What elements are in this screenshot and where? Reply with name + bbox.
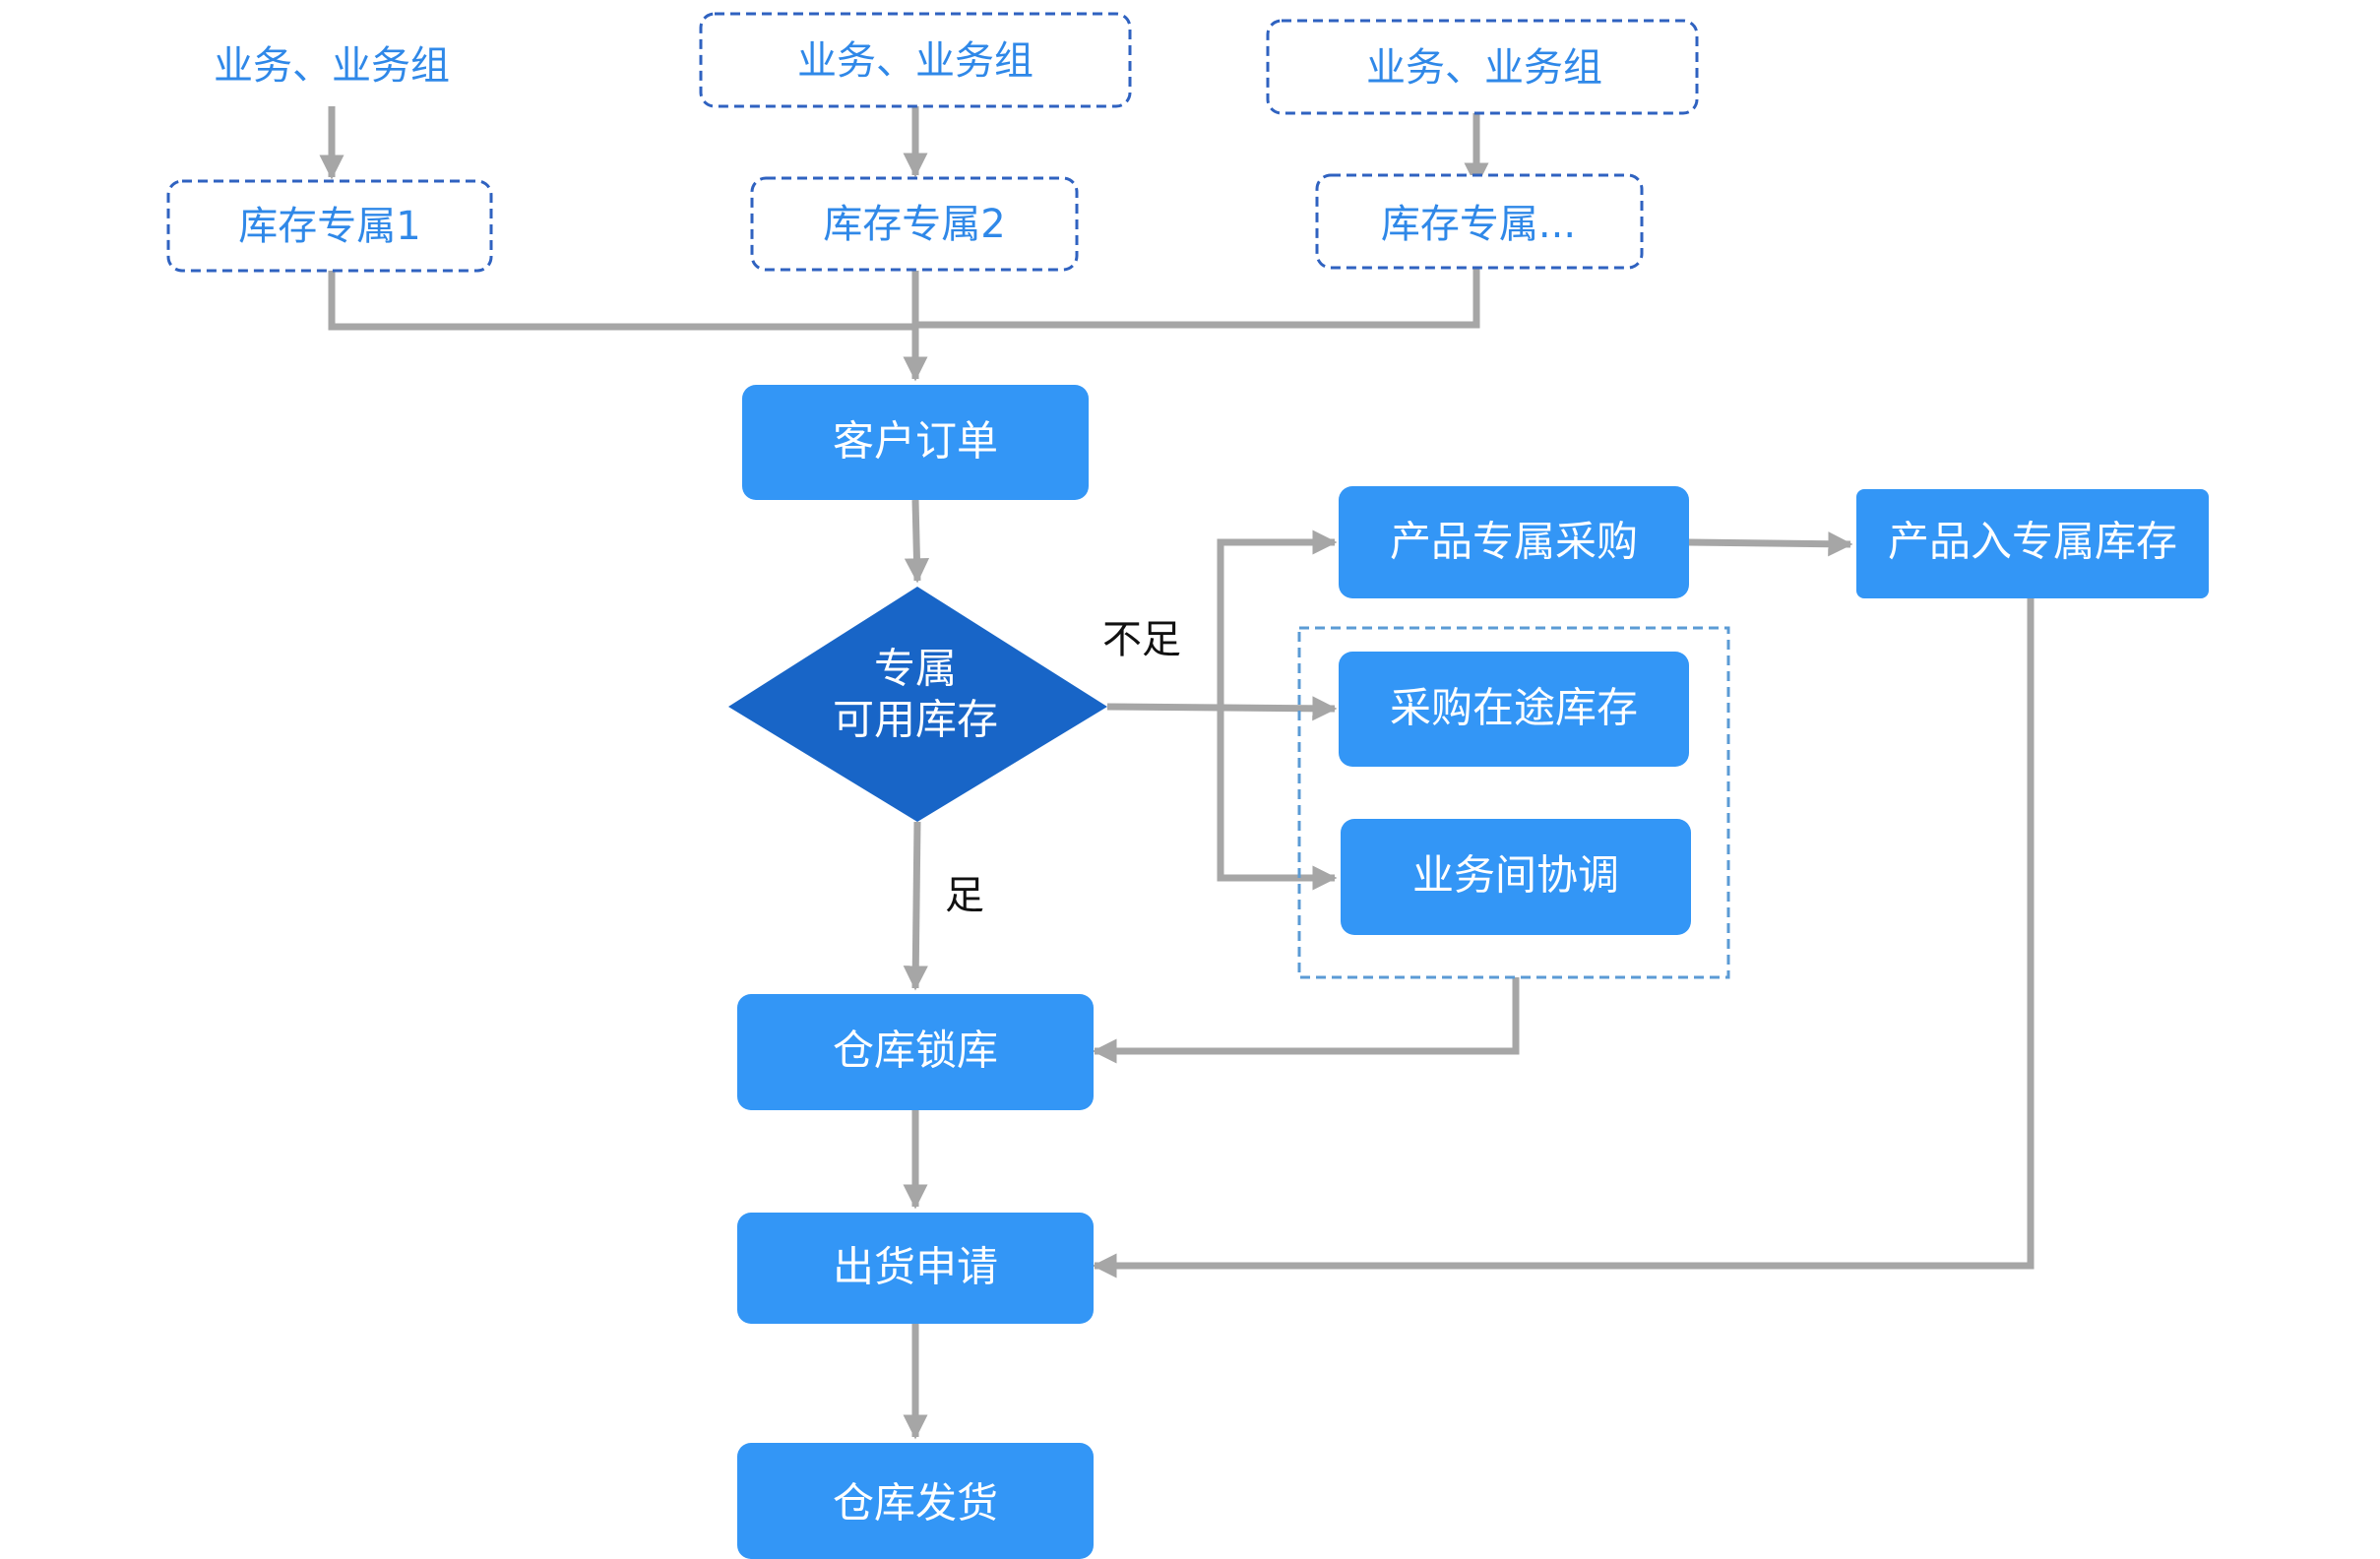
business-group-2: 业务、业务组 库存专属2 [699,12,1132,272]
decision-label-line1: 专属 [874,645,957,693]
business-box-2[interactable] [699,12,1132,108]
decision-diamond[interactable] [728,587,1107,822]
business-coordination-label: 业务间协调 [1412,851,1619,900]
arrow-customer-order-to-decision [904,499,930,584]
arrow-exclusive-stock-to-shipment-request [1092,598,2035,1278]
arrow-decision-to-warehouse-lock [903,821,928,991]
business-group-1: 业务、业务组 库存专属1 [166,43,493,273]
business-coordination-node[interactable]: 业务间协调 [1341,819,1691,935]
inventory-label-3: 库存专属... [1381,202,1576,247]
merge-line-inventory3 [915,268,1480,329]
sufficient-label: 足 [945,873,984,918]
business-coordination-box[interactable] [1341,819,1691,935]
exclusive-stock-decision[interactable]: 专属 可用库存 [728,587,1107,822]
shipment-request-box[interactable] [737,1213,1094,1324]
alternatives-group-frame [1297,626,1730,979]
arrow-purchase-to-exclusive-stock [1688,531,1853,557]
warehouse-lock-box[interactable] [737,994,1094,1110]
customer-order-box[interactable] [742,385,1089,500]
warehouse-ship-node[interactable]: 仓库发货 [737,1443,1094,1559]
inventory-label-2: 库存专属2 [823,202,1005,247]
connectors [319,106,2035,1440]
business-label-2: 业务、业务组 [797,38,1033,84]
inventory-label-1: 库存专属1 [238,204,420,249]
business-box-3[interactable] [1266,19,1699,115]
inventory-box-1[interactable] [166,179,493,273]
exclusive-stock-box[interactable] [1856,489,2209,598]
exclusive-stock-label: 产品入专属库存 [1888,518,2177,566]
warehouse-ship-label: 仓库发货 [833,1479,998,1528]
in-transit-stock-label: 采购在途库存 [1390,684,1638,732]
customer-order-node[interactable]: 客户订单 [742,385,1089,500]
shipment-request-label: 出货申请 [833,1243,998,1291]
insufficient-label: 不足 [1102,617,1181,662]
business-label-3: 业务、业务组 [1366,45,1602,91]
warehouse-lock-label: 仓库锁库 [833,1027,998,1075]
business-label-1: 业务、业务组 [214,43,450,89]
in-transit-stock-box[interactable] [1339,652,1689,767]
arrow-group-to-warehouse-lock [1092,977,1520,1064]
decision-label-line2: 可用库存 [833,696,998,744]
exclusive-purchase-box[interactable] [1339,486,1689,598]
customer-order-label: 客户订单 [833,417,998,466]
warehouse-lock-node[interactable]: 仓库锁库 [737,994,1094,1110]
exclusive-stock-node[interactable]: 产品入专属库存 [1856,489,2209,598]
merge-line-inventory1 [328,271,915,331]
exclusive-purchase-label: 产品专属采购 [1390,518,1638,566]
shipment-request-node[interactable]: 出货申请 [737,1213,1094,1324]
in-transit-stock-node[interactable]: 采购在途库存 [1339,652,1689,767]
inventory-box-3[interactable] [1315,173,1644,270]
exclusive-purchase-node[interactable]: 产品专属采购 [1339,486,1689,598]
warehouse-ship-box[interactable] [737,1443,1094,1559]
arrow-split-to-exclusive-purchase [1217,530,1338,707]
business-group-3: 业务、业务组 库存专属... [1266,19,1699,270]
inventory-box-2[interactable] [750,176,1079,272]
arrow-split-to-coordination [1217,707,1338,891]
